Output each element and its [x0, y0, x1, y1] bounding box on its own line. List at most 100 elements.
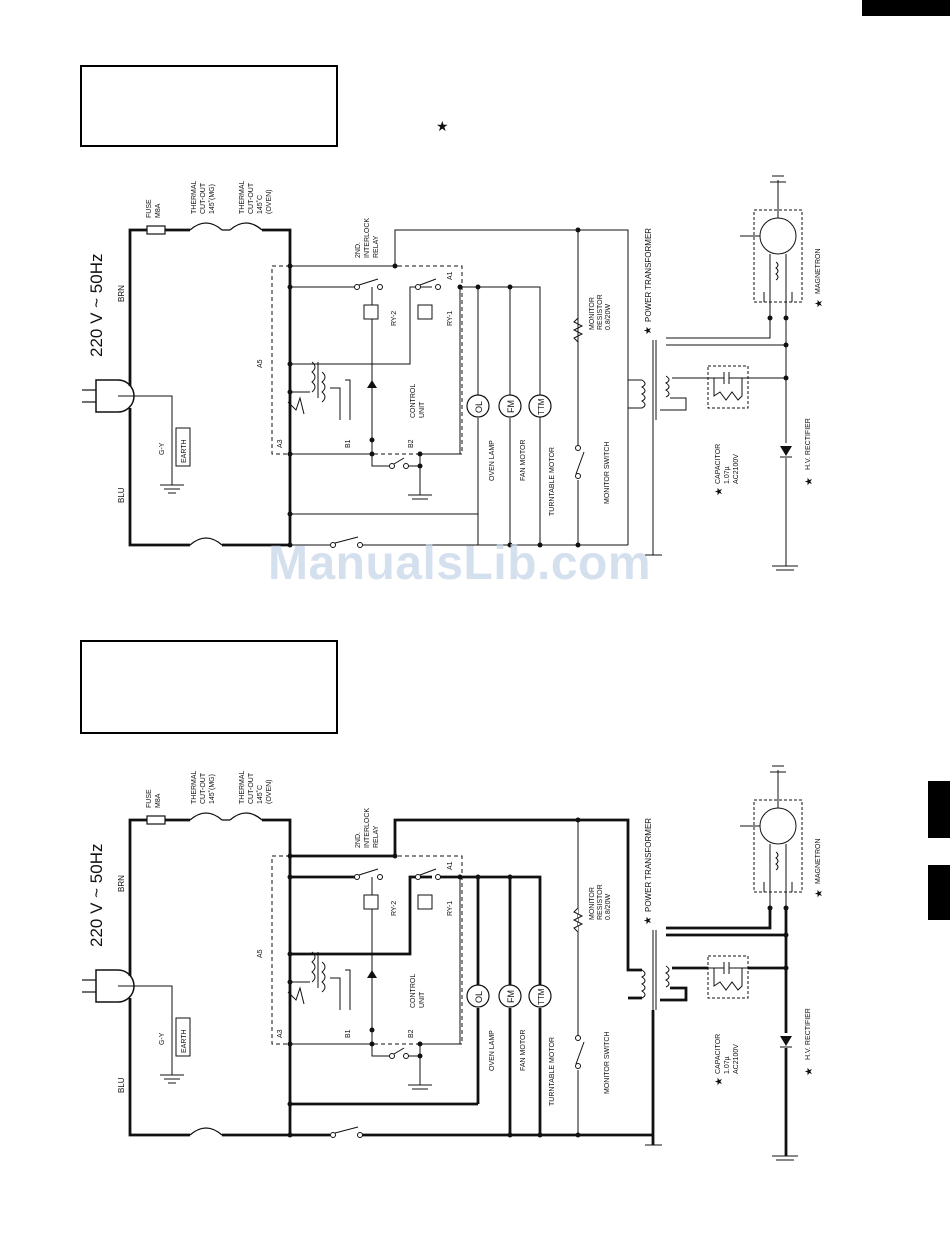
a3-label: A3: [277, 1029, 284, 1038]
fuse-label: FUSE: [146, 789, 153, 808]
power-transformer-label: POWER TRANSFORMER: [644, 818, 653, 912]
ol-label: OL: [474, 401, 484, 413]
diagram1-title-box: [80, 65, 338, 147]
b2-label: B2: [408, 439, 415, 448]
earth-label: EARTH: [181, 1029, 188, 1053]
thermal-mg-label-1: THERMAL: [191, 180, 198, 214]
fm-label: FM: [506, 990, 516, 1003]
star-rectifier: ★: [804, 477, 815, 486]
relay-ry2-coil: [363, 304, 379, 320]
hv-capacitor-box: [707, 365, 749, 409]
control-unit-box: [271, 855, 463, 1045]
hv-rectifier-label: H.V. RECTIFIER: [805, 1008, 812, 1060]
a1-label: A1: [447, 271, 454, 280]
supply-label: 220 V ~ 50Hz: [87, 254, 106, 358]
ry1-label: RY-1: [447, 311, 454, 326]
monitor-switch-label: MONITOR SWITCH: [604, 1032, 611, 1094]
capacitor-label-1: CAPACITOR: [715, 1034, 722, 1074]
a1-label: A1: [447, 861, 454, 870]
hv-capacitor: [708, 962, 748, 991]
hv-capacitor: [708, 372, 748, 401]
magnetron-label: MAGNETRON: [815, 839, 822, 885]
monitor-resistor-label-3: 0.8/20W: [605, 304, 612, 330]
earth-lead: [118, 985, 184, 1084]
side-edge-tab-upper: [928, 781, 950, 838]
monitor-resistor-label-1: MONITOR: [589, 887, 596, 920]
diagram1-schematic: ★ 220 V ~ 50Hz BRN BLU FUSE M8A THERMAL: [82, 118, 825, 571]
monitor-resistor: [572, 317, 584, 343]
fan-motor: [498, 394, 522, 418]
ry2-label: RY-2: [391, 311, 398, 326]
gy-label: G-Y: [159, 442, 166, 455]
thermal-cutout-oven: [229, 812, 263, 821]
oven-lamp: [466, 394, 490, 418]
interlock-label-1: 2ND.: [355, 242, 362, 258]
star-capacitor: ★: [714, 487, 725, 496]
monitor-resistor-label-2: RESISTOR: [597, 294, 604, 330]
thermal-cutout-mg: [189, 812, 223, 821]
oven-lamp-label: OVEN LAMP: [489, 440, 496, 481]
thermal-cutout-oven: [229, 222, 263, 231]
thermal-oven-label-1: THERMAL: [239, 180, 246, 214]
capacitor-label-2: 1.07µ: [724, 1056, 731, 1074]
side-edge-tab-lower: [928, 865, 950, 920]
interlock-label-2: INTERLOCK: [364, 808, 371, 848]
star-capacitor: ★: [714, 1077, 725, 1086]
ttm-label: TTM: [537, 988, 546, 1005]
b1-label: B1: [345, 1029, 352, 1038]
fuse-label: FUSE: [146, 199, 153, 218]
ttm-label: TTM: [537, 398, 546, 415]
interlock-label-3: RELAY: [373, 235, 380, 258]
power-transformer-label: POWER TRANSFORMER: [644, 228, 653, 322]
control-unit-label-2: UNIT: [419, 401, 426, 418]
monitor-resistor-label-3: 0.8/20W: [605, 894, 612, 920]
control-transformer: [287, 361, 351, 420]
interlock-label-3: RELAY: [373, 825, 380, 848]
hv-rectifier: [780, 446, 792, 456]
interlock-label-1: 2ND.: [355, 832, 362, 848]
fuse: [146, 815, 166, 825]
hv-capacitor-box: [707, 955, 749, 999]
monitor-switch: [574, 1035, 585, 1070]
capacitor-label-1: CAPACITOR: [715, 444, 722, 484]
magnetron-box: [753, 799, 803, 893]
hv-rectifier-label: H.V. RECTIFIER: [805, 418, 812, 470]
thermal-oven-label-3: 145˚C: [256, 785, 264, 804]
control-transformer: [287, 951, 351, 1010]
thermal-oven-label-2: CUT-OUT: [248, 182, 255, 214]
turntable-motor: [528, 984, 552, 1008]
door-switch: [330, 536, 363, 548]
thermal-cutout-neutral: [189, 1127, 223, 1136]
brn-label: BRN: [117, 285, 126, 302]
control-diode: [367, 380, 377, 388]
star-power-transformer: ★: [643, 326, 654, 335]
gy-label: G-Y: [159, 1032, 166, 1045]
diagram2-schematic: 220 V ~ 50Hz BRN BLU: [82, 765, 825, 1161]
power-transformer: [641, 930, 670, 1010]
control-unit-label-1: CONTROL: [410, 974, 417, 1008]
oven-lamp: [466, 984, 490, 1008]
fm-label: FM: [506, 400, 516, 413]
hv-rectifier: [780, 1036, 792, 1046]
capacitor-label-3: AC2100V: [733, 1044, 740, 1074]
blu-label: BLU: [117, 487, 126, 503]
relay-ry1-coil: [417, 894, 433, 910]
fuse-rating-label: M8A: [155, 793, 162, 808]
thermal-mg-label-2: CUT-OUT: [200, 182, 207, 214]
thermal-mg-label-2: CUT-OUT: [200, 772, 207, 804]
thermal-cutout-neutral: [189, 537, 223, 546]
turntable-motor: [528, 394, 552, 418]
capacitor-label-2: 1.07µ: [724, 466, 731, 484]
monitor-resistor: [572, 907, 584, 933]
fuse: [146, 225, 166, 235]
top-edge-tab: [862, 0, 950, 16]
relay-ry1-coil: [417, 304, 433, 320]
control-unit-label-1: CONTROL: [410, 384, 417, 418]
a3-label: A3: [277, 439, 284, 448]
fan-motor-label: FAN MOTOR: [520, 440, 527, 481]
thermal-cutout-mg: [189, 222, 223, 231]
a5-label: A5: [257, 949, 264, 958]
b2-label: B2: [408, 1029, 415, 1038]
earth-label: EARTH: [181, 439, 188, 463]
